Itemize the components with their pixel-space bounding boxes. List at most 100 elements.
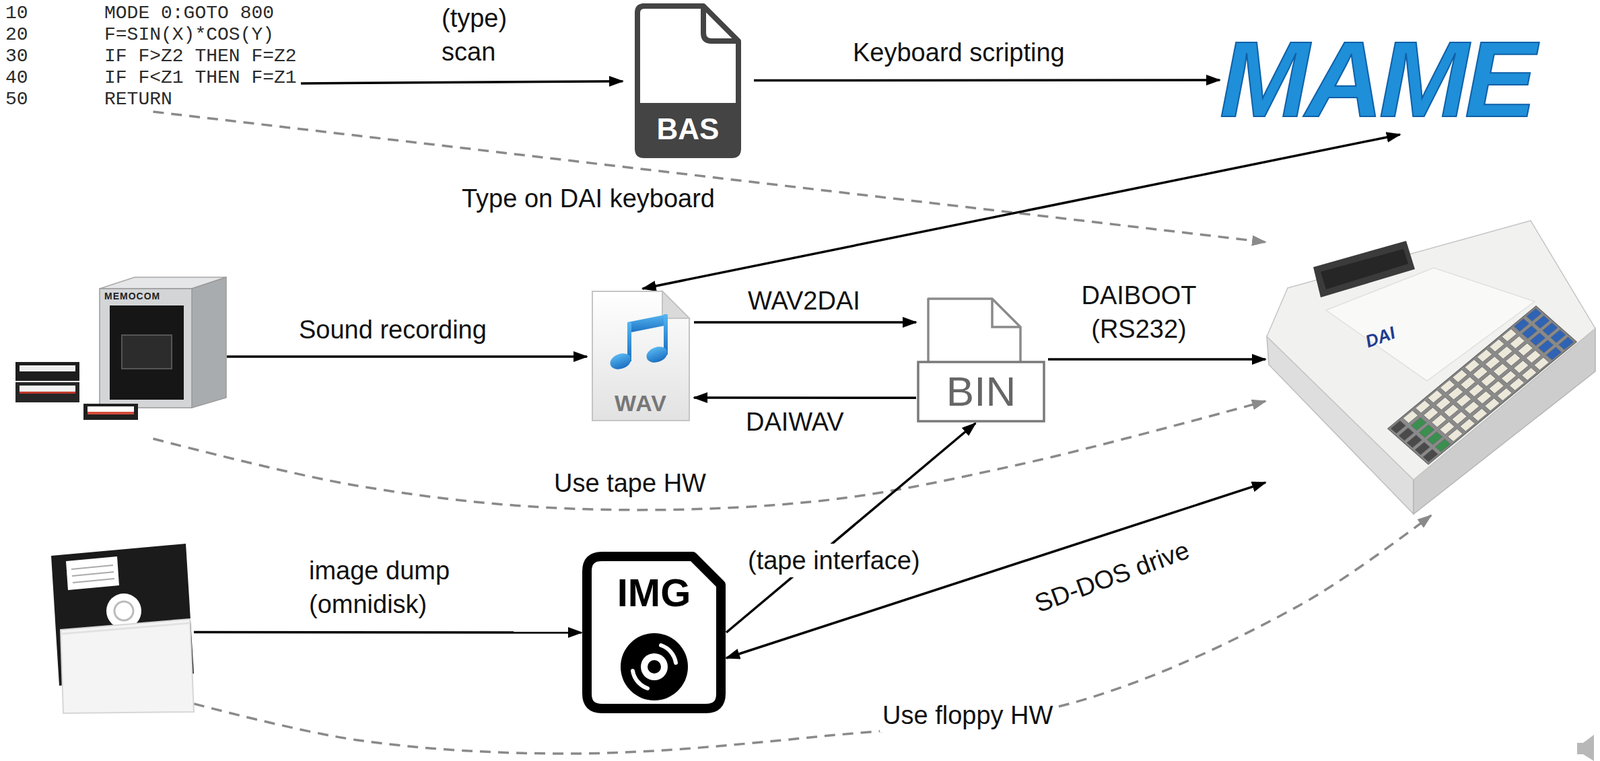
part-rect bbox=[19, 385, 76, 392]
floppy-disk bbox=[51, 543, 194, 715]
part-polygon bbox=[1390, 420, 1406, 434]
arrow bbox=[726, 423, 976, 633]
part-path bbox=[928, 298, 1021, 363]
code-line: RETURN bbox=[104, 88, 301, 111]
tape-recorder: MEMOCOM bbox=[10, 273, 227, 439]
part-polygon bbox=[65, 556, 120, 591]
part-path bbox=[637, 6, 739, 156]
part-rect bbox=[19, 365, 76, 372]
part-path bbox=[703, 6, 739, 42]
arrow bbox=[300, 81, 623, 84]
edge-label-box: DAIWAV bbox=[743, 405, 847, 439]
part-polygon bbox=[1513, 319, 1529, 332]
part-circle bbox=[114, 601, 134, 621]
edge-label-box: image dump (omnidisk) bbox=[306, 553, 474, 622]
wav-file-icon: WAV bbox=[586, 288, 694, 424]
edge-label: WAV2DAI bbox=[745, 284, 863, 318]
edge-label-box: Keyboard scripting bbox=[850, 35, 1068, 70]
arrow bbox=[753, 78, 1220, 82]
part-polygon bbox=[1415, 400, 1431, 414]
part-rect bbox=[15, 382, 80, 403]
dashed-arrow bbox=[153, 401, 1266, 511]
part-polygon bbox=[1427, 390, 1443, 404]
dai-computer: DAI bbox=[1265, 219, 1597, 516]
part-path bbox=[632, 671, 648, 689]
part-ellipse bbox=[644, 343, 670, 366]
part-rect bbox=[87, 406, 134, 412]
arrow bbox=[1048, 358, 1266, 361]
speaker-icon bbox=[1577, 735, 1594, 761]
edge-label-box: DAIBOOT (RS232) bbox=[1068, 278, 1209, 346]
part-rect bbox=[83, 403, 138, 421]
line-number: 30 bbox=[5, 45, 105, 68]
arrow bbox=[226, 355, 587, 359]
code-listing: 10MODE 0:GOTO 80020F=SIN(X)*COS(Y)30IF F… bbox=[5, 2, 301, 112]
part-line bbox=[61, 623, 190, 635]
line-number: 20 bbox=[5, 24, 105, 46]
arrow bbox=[193, 631, 582, 635]
part-path bbox=[586, 556, 721, 709]
file-type-label: WAV bbox=[593, 389, 688, 417]
edge-label: Keyboard scripting bbox=[850, 35, 1068, 70]
logo-text: MAME bbox=[1219, 25, 1548, 134]
part-polygon bbox=[1464, 359, 1480, 373]
arrow bbox=[693, 396, 917, 400]
arrow bbox=[693, 321, 917, 324]
mame-logo: MAME bbox=[1219, 25, 1548, 135]
edge-label-box: WAV2DAI bbox=[745, 284, 863, 318]
edge-label-box: (type) scan bbox=[438, 1, 532, 69]
code-line: F=SIN(X)*COS(Y) bbox=[104, 24, 301, 46]
edge-label: image dump (omnidisk) bbox=[306, 553, 474, 622]
edge-label: (tape interface) bbox=[745, 543, 923, 578]
part-ellipse bbox=[607, 350, 634, 373]
part-rect bbox=[99, 288, 192, 408]
part-rect bbox=[918, 362, 1045, 422]
file-type-label: IMG bbox=[586, 571, 721, 615]
line-number: 10 bbox=[5, 2, 105, 25]
edge-label-box: Type on DAI keyboard bbox=[459, 181, 718, 216]
part-path bbox=[592, 291, 690, 421]
edge-label: (type) scan bbox=[438, 1, 532, 69]
edge-label: DAIBOOT (RS232) bbox=[1068, 278, 1209, 346]
code-line: MODE 0:GOTO 800 bbox=[104, 2, 301, 25]
part-polygon bbox=[1387, 306, 1577, 465]
edge-label: SD-DOS drive bbox=[1027, 532, 1197, 622]
floppy-disk-outline bbox=[51, 543, 194, 715]
edge-label-box: Sound recording bbox=[296, 312, 490, 347]
part-circle bbox=[640, 653, 668, 681]
part-polygon bbox=[60, 619, 194, 714]
part-rect bbox=[15, 362, 80, 381]
bas-file-icon: BAS bbox=[622, 2, 754, 159]
part-path bbox=[661, 645, 676, 664]
part-polygon bbox=[1452, 369, 1468, 383]
part-g bbox=[153, 80, 1432, 754]
line-number: 50 bbox=[5, 88, 105, 111]
arrow bbox=[642, 134, 1401, 289]
part-rect bbox=[109, 305, 184, 400]
bin-file-icon: BIN bbox=[916, 296, 1049, 424]
part-polygon bbox=[191, 277, 227, 408]
edge-label: Sound recording bbox=[296, 312, 490, 347]
part-circle bbox=[647, 660, 662, 674]
edge-label-box: (tape interface) bbox=[745, 543, 923, 578]
part-line bbox=[71, 565, 114, 570]
part-rect bbox=[19, 391, 76, 394]
part-rect bbox=[121, 335, 172, 369]
part-polygon bbox=[1313, 240, 1415, 298]
arrow bbox=[726, 482, 1266, 659]
part-polygon bbox=[1526, 308, 1542, 322]
part-polygon bbox=[1489, 339, 1505, 353]
line-number: 40 bbox=[5, 67, 105, 89]
dashed-arrow bbox=[193, 515, 1432, 754]
dai-computer-outline bbox=[1265, 219, 1597, 516]
part-rect bbox=[87, 411, 134, 415]
part-polygon bbox=[1402, 410, 1418, 424]
brand-label: MEMOCOM bbox=[104, 290, 161, 303]
edge-label: DAIWAV bbox=[743, 405, 847, 439]
part-line bbox=[72, 572, 114, 577]
part-polygon bbox=[1266, 220, 1596, 480]
edge-label: Type on DAI keyboard bbox=[459, 181, 718, 216]
code-line: IF F<Z1 THEN F=Z1 bbox=[104, 67, 301, 89]
